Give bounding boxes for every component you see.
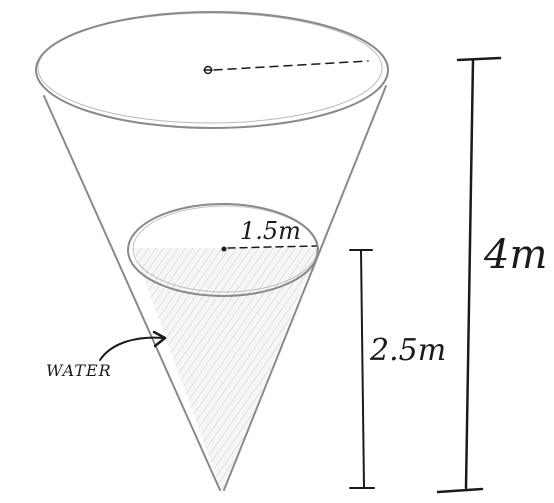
water-shading [133, 248, 318, 492]
water-height-dimension [349, 249, 375, 489]
water-surface [127, 203, 319, 297]
cone-left-side [43, 95, 221, 491]
water-pointer-arrowhead [152, 330, 167, 348]
water-pointer-arrow [99, 336, 164, 361]
water-surface-sketch [132, 205, 318, 293]
cone-top-rim-sketch [37, 12, 383, 124]
water-label: WATER [46, 361, 112, 380]
total-height-dimension [436, 56, 502, 494]
water-height-label: 2.5m [369, 333, 446, 368]
top-radius-line [213, 60, 369, 71]
total-height-label: 4m [483, 232, 547, 278]
cone-top-rim [35, 11, 389, 129]
water-radius-line [227, 245, 317, 249]
radius-label: 1.5m [240, 217, 301, 245]
cone-right-side [223, 85, 387, 491]
water-center-point [221, 246, 227, 252]
